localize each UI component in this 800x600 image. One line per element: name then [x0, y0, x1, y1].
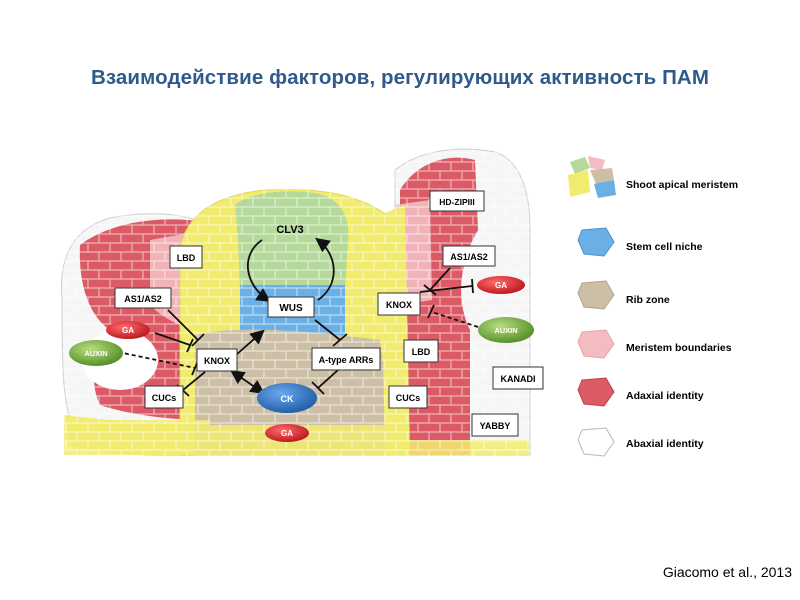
ck-oval: CK [257, 383, 317, 413]
auxin-right-dashed-line [431, 311, 479, 328]
legend: Shoot apical meristem Stem cell niche Ri… [568, 156, 738, 457]
slide-title: Взаимодействие факторов, регулирующих ак… [90, 66, 710, 89]
svg-text:WUS: WUS [279, 303, 303, 314]
legend-label-stem-cell: Stem cell niche [626, 241, 703, 253]
yabby-box: YABBY [471, 413, 519, 437]
auxin-right-bar [427, 304, 435, 319]
cucs-right-box: CUCs [388, 385, 428, 409]
svg-text:GA: GA [495, 281, 507, 290]
ga-left-bar [186, 338, 194, 353]
ga-left-line [154, 332, 191, 346]
legend-label-adaxial: Adaxial identity [626, 390, 704, 402]
svg-text:KNOX: KNOX [204, 356, 230, 366]
legend-label-boundaries: Meristem boundaries [626, 342, 732, 354]
svg-text:AS1/AS2: AS1/AS2 [124, 294, 162, 304]
ga-left-oval: GA [106, 321, 150, 339]
wus-inhibits-arr-bar [332, 333, 348, 347]
as1-inhibits-knox-line [167, 309, 199, 341]
svg-text:KNOX: KNOX [386, 300, 412, 310]
red-cell-icon [577, 377, 615, 407]
legend-label-rib-zone: Rib zone [626, 294, 670, 306]
hormone-ovals: GA AUXIN CK GA GA AUXIN [69, 276, 534, 442]
ga-bottom-oval: GA [265, 424, 309, 442]
wus-box: WUS [267, 296, 315, 318]
as1as2-left-box: AS1/AS2 [114, 287, 172, 309]
svg-text:KANADI: KANADI [501, 374, 536, 384]
regulatory-arrows [117, 237, 479, 397]
svg-text:AUXIN: AUXIN [84, 349, 107, 358]
svg-text:CUCs: CUCs [396, 393, 421, 403]
clv3-box: CLV3 [276, 224, 303, 236]
knox-left-box: KNOX [196, 348, 238, 372]
kanadi-box: KANADI [492, 366, 544, 390]
svg-text:GA: GA [122, 326, 134, 335]
hd-zipiii-box: HD-ZIPIII [429, 190, 485, 212]
legend-label-sam: Shoot apical meristem [626, 179, 738, 191]
auxin-left-oval: AUXIN [69, 340, 123, 366]
pink-cell-icon [577, 329, 615, 359]
svg-text:CK: CK [281, 394, 294, 404]
wus-to-clv3-arrow [315, 237, 335, 301]
knox-inhibits-cucs-line [182, 371, 206, 391]
knox-right-inhibits-ga-bar [471, 278, 474, 294]
svg-text:HD-ZIPIII: HD-ZIPIII [439, 197, 474, 207]
citation: Giacomo et al., 2013 [662, 564, 792, 580]
knox-right-inhibits-ga-line [419, 285, 473, 293]
clv3-to-wus-arrow [247, 239, 272, 302]
svg-text:A-type ARRs: A-type ARRs [319, 355, 374, 365]
svg-text:LBD: LBD [177, 253, 196, 263]
svg-text:AS1/AS2: AS1/AS2 [450, 252, 488, 262]
ga-right-oval: GA [477, 276, 525, 294]
svg-text:GA: GA [281, 429, 293, 438]
lbd-left-box: LBD [169, 245, 203, 269]
a-type-arrs-box: A-type ARRs [311, 347, 381, 371]
svg-text:LBD: LBD [412, 347, 431, 357]
auxin-right-oval: AUXIN [478, 317, 534, 343]
cucs-left-box: CUCs [144, 385, 184, 409]
sam-cube-icon [568, 156, 616, 198]
svg-text:YABBY: YABBY [480, 421, 511, 431]
wus-inhibits-arr-line [314, 319, 341, 341]
as1-right-inhibits-knox-line [429, 267, 451, 291]
svg-text:CLV3: CLV3 [276, 224, 303, 236]
legend-label-abaxial: Abaxial identity [626, 438, 704, 450]
tan-cell-icon [577, 280, 615, 310]
knox-to-wus-arrow [235, 329, 265, 356]
arr-inhibits-ck-bar [311, 381, 325, 395]
blue-cell-icon [577, 227, 615, 257]
white-cell-icon [577, 427, 615, 457]
as1-inhibits-knox-bar [191, 333, 205, 347]
svg-text:CUCs: CUCs [152, 393, 177, 403]
lbd-right-box: LBD [403, 339, 439, 363]
as1as2-right-box: AS1/AS2 [442, 245, 496, 267]
meristem-tissue [60, 145, 532, 457]
knox-ck-double-arrow [230, 369, 265, 395]
gene-boxes: LBD AS1/AS2 KNOX CUCs CLV3 WUS A-type AR… [114, 190, 544, 437]
knox-right-box: KNOX [377, 292, 421, 316]
arr-inhibits-ck-line [317, 369, 339, 389]
auxin-left-dashed-line [117, 351, 196, 369]
svg-text:AUXIN: AUXIN [494, 326, 517, 335]
